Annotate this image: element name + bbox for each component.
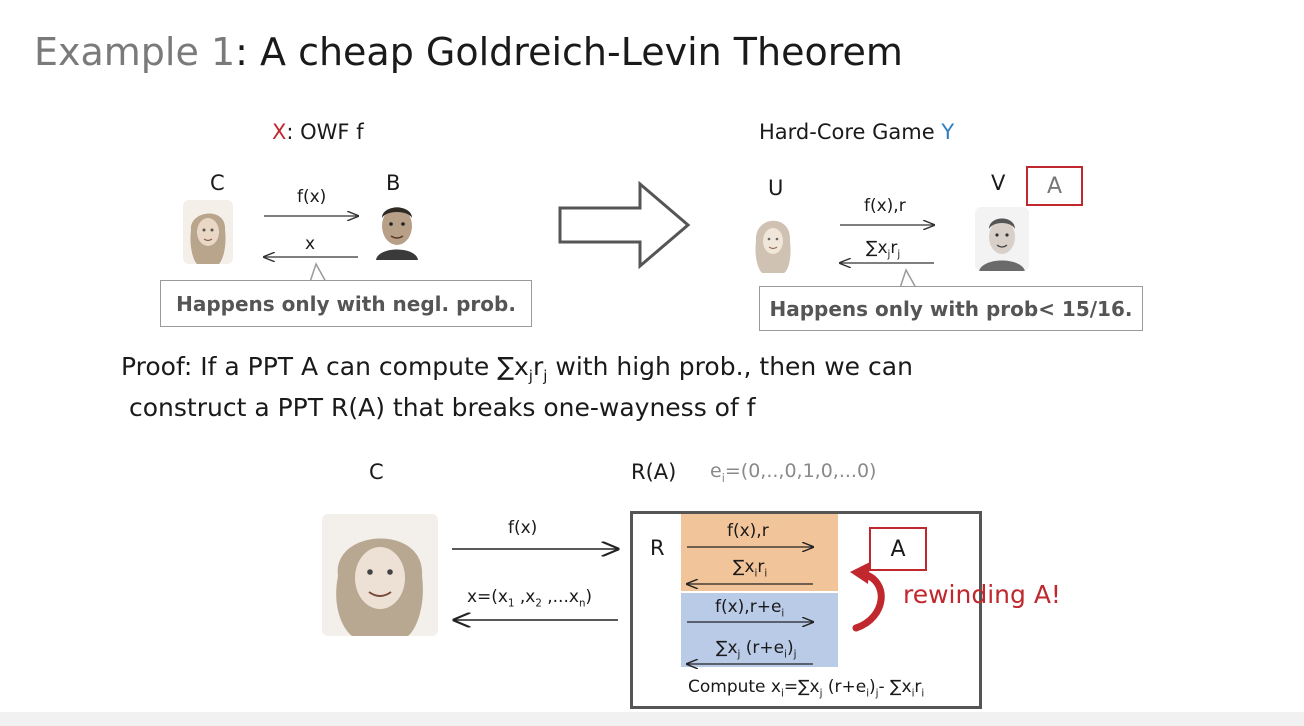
blue-msg-fx-r-ei: f(x),r+ei [715, 597, 785, 620]
r-label: R [650, 536, 665, 560]
blue-msg-sum: ∑xj (r+ei)j [716, 638, 797, 661]
party-u-label: U [768, 176, 784, 200]
proof-line-2: construct a PPT R(A) that breaks one-way… [129, 393, 756, 422]
reduction-arrows [452, 538, 626, 628]
orange-msg-fx-r: f(x),r [727, 521, 769, 541]
note-prob-15-16: Happens only with prob< 15/16. [759, 286, 1143, 331]
reduction-adversary-box: A [869, 527, 927, 571]
hardcore-arrows [836, 215, 941, 270]
compute-formula: Compute xi=∑xj (r+ei)j- ∑xiri [688, 677, 925, 700]
first-query-block [681, 514, 838, 591]
reduction-msg-x-vector: x=(x1 ,x2 ,...xn) [467, 587, 593, 610]
reduction-box [630, 511, 982, 709]
bottom-strip [0, 712, 1304, 726]
party-v-label: V [991, 171, 1006, 195]
challenger-portrait [183, 200, 233, 264]
slide-title: Example 1: A cheap Goldreich-Levin Theor… [34, 30, 903, 74]
reduction-party-c: C [369, 460, 384, 484]
orange-msg-sum: ∑xiri [733, 557, 768, 580]
inner-arrows [681, 540, 838, 670]
implies-arrow-icon [558, 180, 691, 270]
rewind-arrow-icon [850, 562, 885, 632]
msg-fx-r: f(x),r [864, 196, 906, 216]
reduction-msg-fx: f(x) [508, 518, 538, 538]
breaker-portrait [370, 196, 424, 260]
msg-inner-product: ∑xjrj [866, 238, 901, 261]
note-negligible: Happens only with negl. prob. [160, 280, 532, 327]
owf-heading: X: OWF f [272, 120, 364, 144]
owf-arrows [258, 205, 368, 265]
rewound-query-block [681, 593, 838, 667]
reduction-ra-label: R(A) [631, 460, 677, 484]
rewinding-label: rewinding A! [903, 580, 1061, 609]
unit-vector-def: ei=(0,..,0,1,0,...0) [710, 460, 877, 485]
proof-line-1: Proof: If a PPT A can compute ∑xjrj with… [121, 352, 913, 385]
hardcore-heading: Hard-Core Game Y [759, 120, 955, 144]
msg-x: x [305, 234, 316, 254]
challenger-portrait-large [322, 514, 438, 636]
adversary-box: A [1026, 166, 1083, 206]
user-portrait [750, 207, 796, 273]
note2-pointer [899, 268, 917, 289]
party-c-label: C [210, 171, 225, 195]
verifier-portrait [975, 207, 1029, 271]
note1-pointer [309, 262, 327, 283]
party-b-label: B [386, 171, 401, 195]
msg-fx: f(x) [297, 187, 327, 207]
